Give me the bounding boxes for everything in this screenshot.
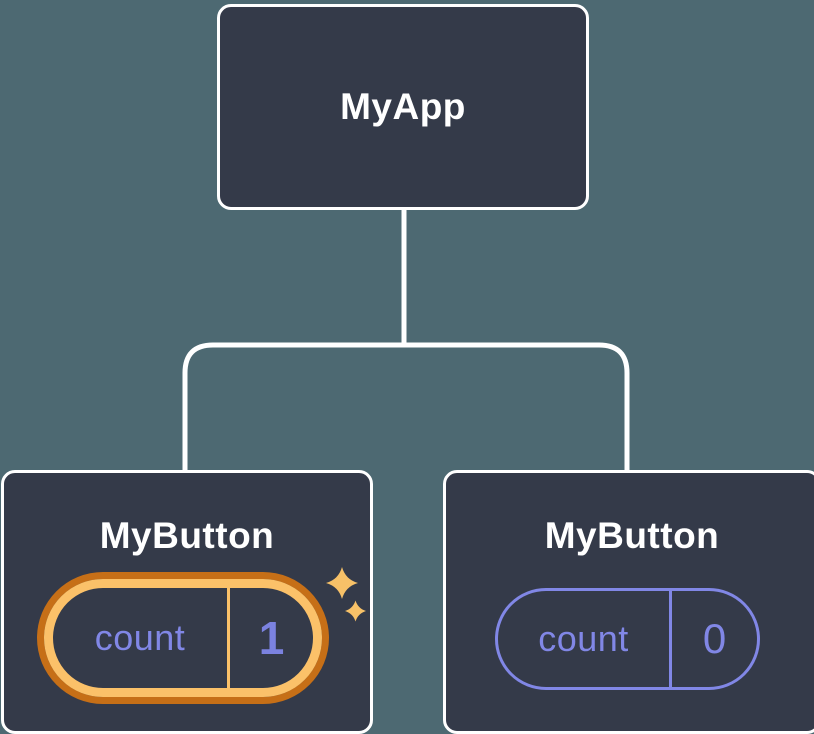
state-pill: count 0 xyxy=(495,588,760,690)
pill-divider xyxy=(227,588,230,688)
state-label: count xyxy=(94,617,186,658)
pill-divider xyxy=(669,591,672,687)
sparkles-icon xyxy=(326,567,366,622)
root-node-label: MyApp xyxy=(340,86,466,127)
state-value: 0 xyxy=(702,615,727,662)
tree-node-child-1: MyButton count 1 xyxy=(1,470,373,734)
tree-node-root: MyApp xyxy=(217,4,589,210)
state-value: 1 xyxy=(258,612,285,664)
tree-node-child-2: MyButton count 0 xyxy=(443,470,814,734)
child-node-label: MyButton xyxy=(544,515,720,556)
state-pill-highlighted: count 1 xyxy=(44,579,322,697)
child-node-label: MyButton xyxy=(99,515,275,556)
state-label: count xyxy=(538,618,629,659)
